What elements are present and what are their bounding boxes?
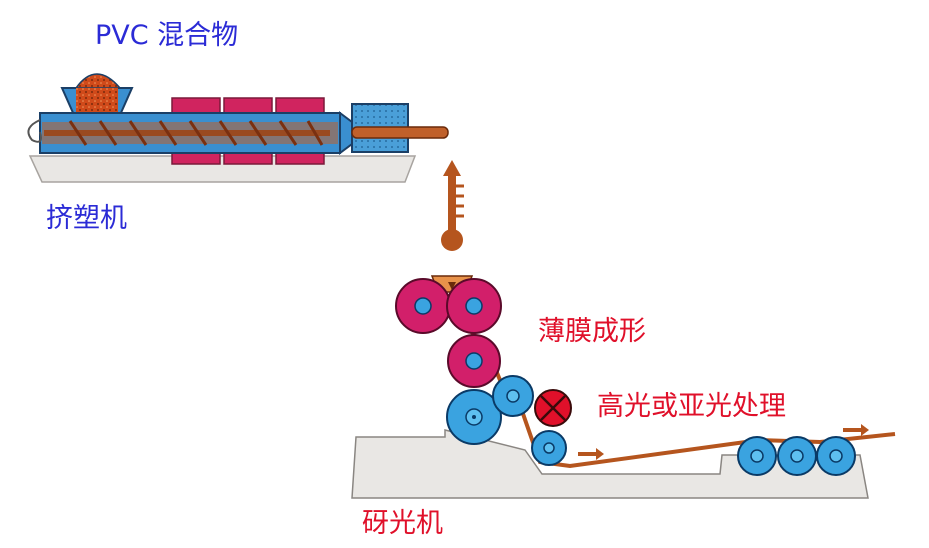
film-forming-label: 薄膜成形 (538, 316, 646, 347)
pink-roller (447, 334, 501, 388)
calender-label: 砑光机 (362, 508, 443, 539)
calender-base (351, 429, 869, 499)
hopper-fill (76, 88, 118, 115)
gloss-matte-label: 高光或亚光处理 (597, 391, 786, 422)
transfer-arrow (441, 160, 464, 251)
extruder-machine (27, 73, 449, 183)
drive-handle-icon (27, 119, 42, 143)
pink-roller (446, 278, 502, 334)
extruder-label: 挤塑机 (46, 203, 127, 234)
blue-roller (816, 436, 856, 476)
blue-roller (531, 430, 567, 466)
pvc-mixture-pile (74, 73, 122, 89)
extruder-base (28, 155, 417, 183)
blue-roller (492, 375, 534, 417)
pvc-mixture-label: PVC 混合物 (95, 20, 239, 51)
direction-arrow-icon (578, 448, 604, 460)
blue-roller (737, 436, 777, 476)
direction-arrow-icon (843, 424, 869, 436)
cross-circle-icon (534, 389, 572, 427)
calender-machine (351, 275, 896, 499)
blue-roller (446, 389, 502, 445)
pink-roller (395, 278, 451, 334)
blue-roller (777, 436, 817, 476)
screw (44, 120, 330, 146)
extrudate (351, 126, 449, 139)
